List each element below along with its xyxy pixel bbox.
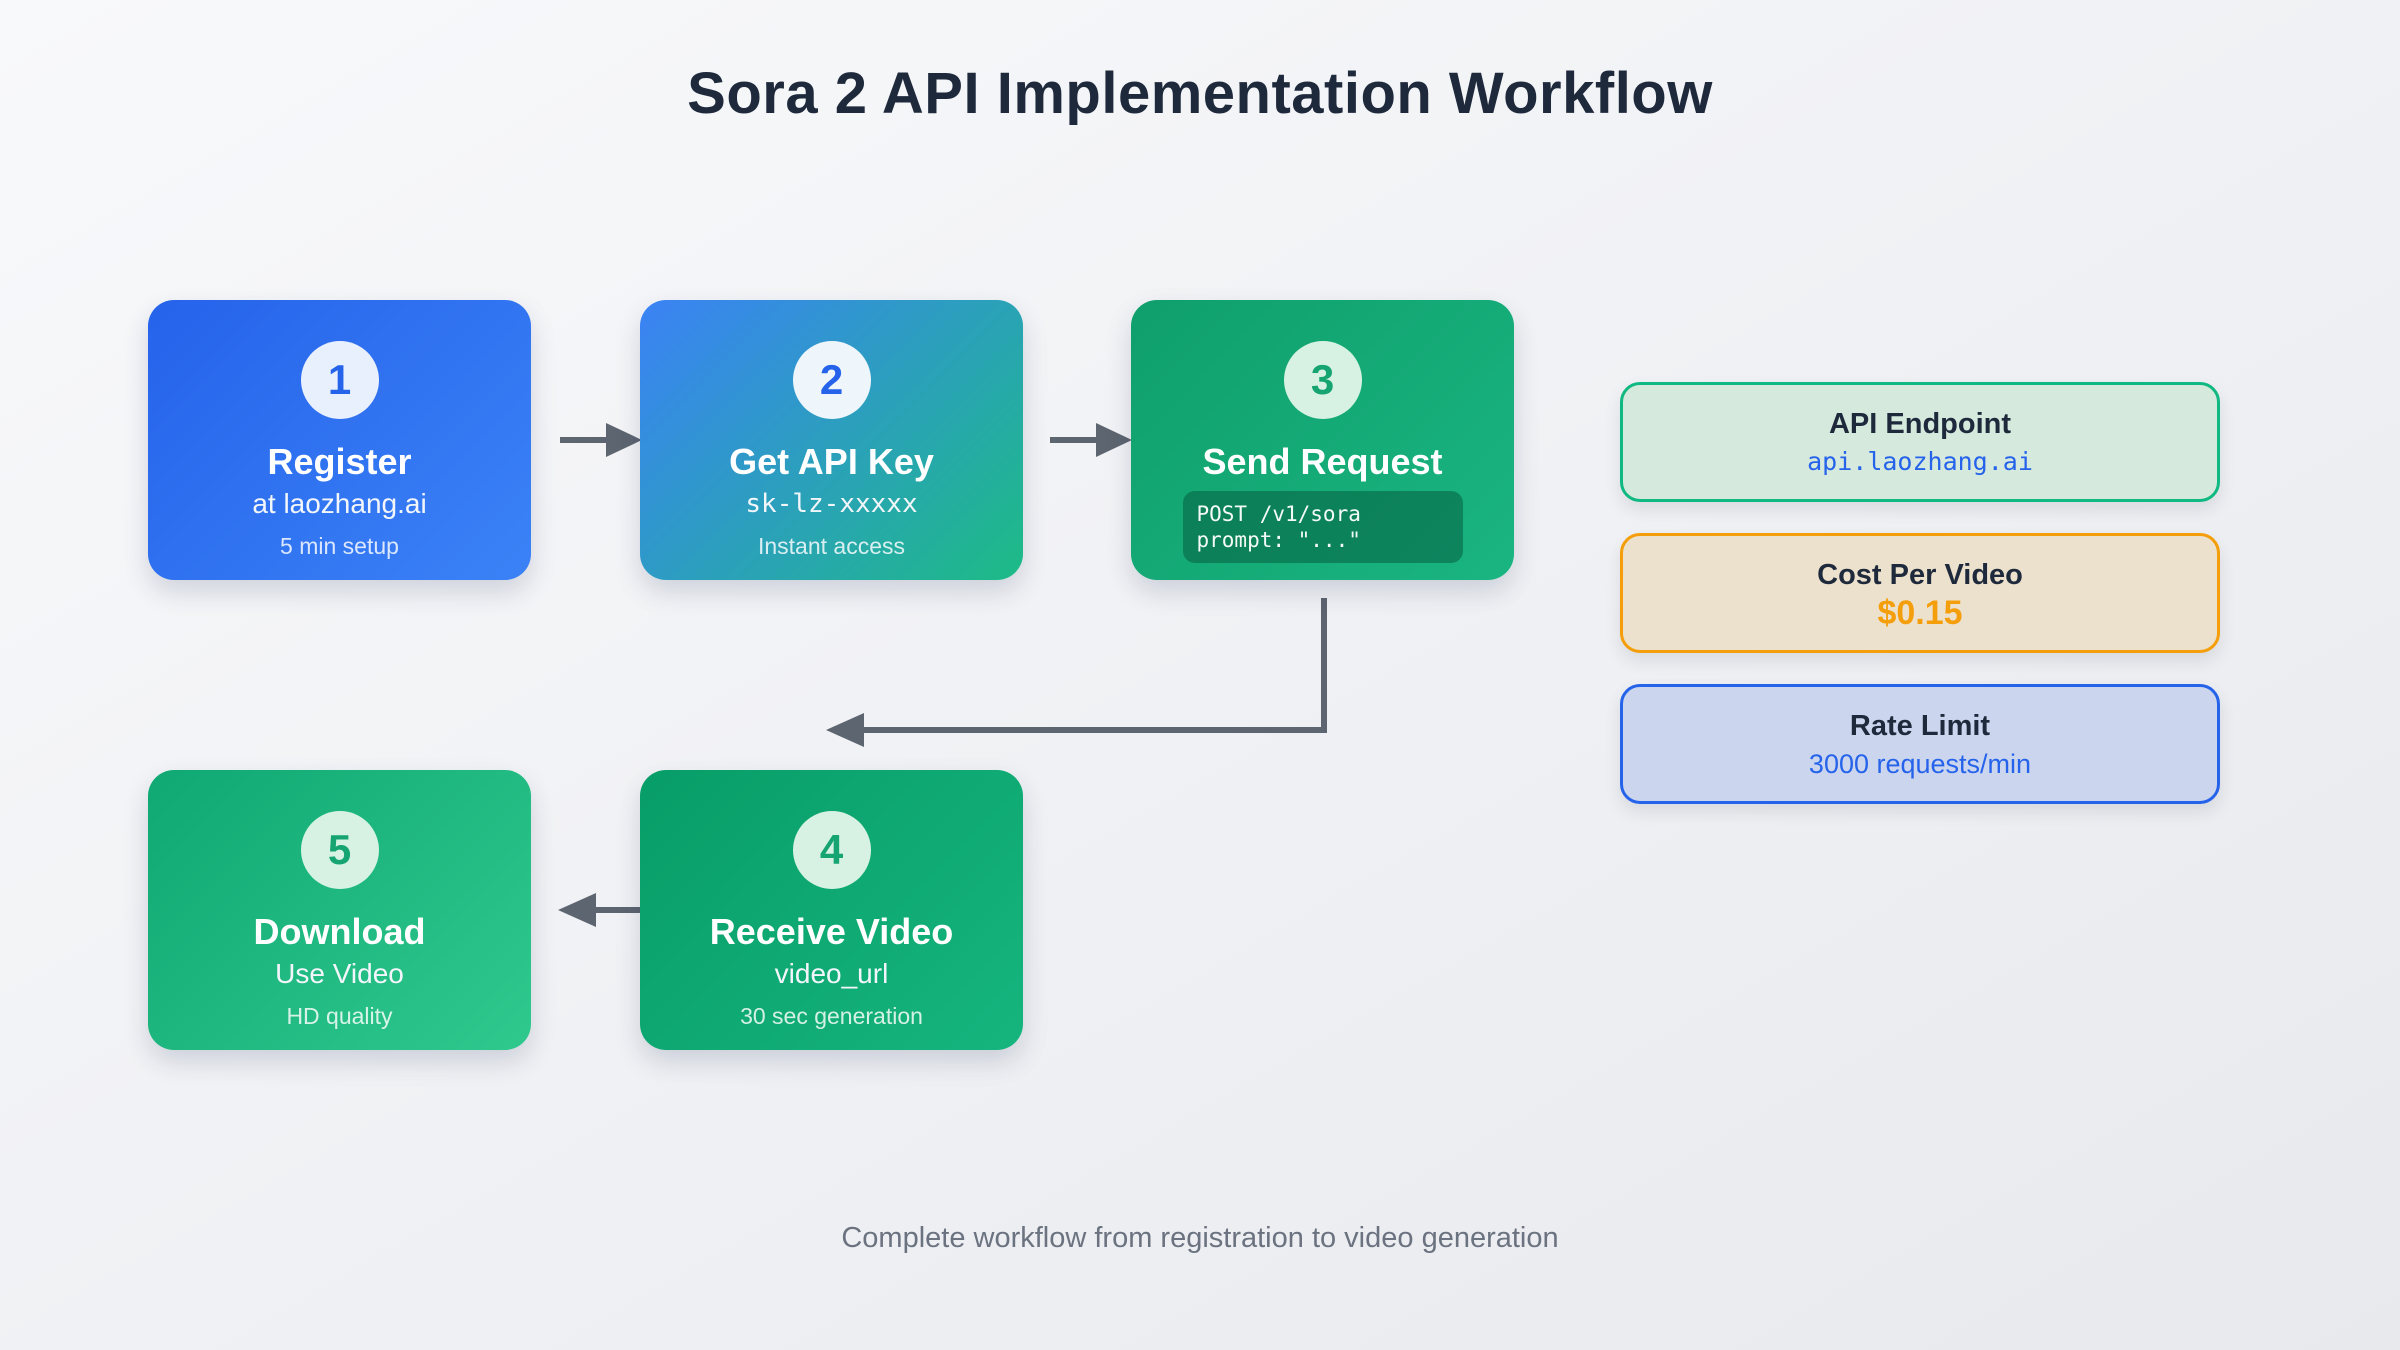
step-number: 3 <box>1310 356 1335 403</box>
step-title: Register <box>267 441 412 482</box>
step-subtitle: at laozhang.ai <box>252 488 427 519</box>
info-box-title: Rate Limit <box>1849 710 1991 742</box>
step-title: Receive Video <box>709 911 954 952</box>
step-subtitle: Use Video <box>275 958 404 989</box>
step-note: HD quality <box>286 1003 393 1029</box>
step-title: Send Request <box>1202 441 1443 482</box>
step-subtitle: sk-lz-xxxxx <box>745 489 918 519</box>
info-box-api-endpoint: API Endpoint api.laozhang.ai <box>1620 382 2220 502</box>
page-title: Sora 2 API Implementation Workflow <box>687 61 1713 126</box>
step-title: Download <box>253 911 426 952</box>
step-number-badge: 4 <box>792 811 871 889</box>
step-note: 30 sec generation <box>740 1003 923 1029</box>
info-box-value: $0.15 <box>1877 594 1963 632</box>
step-card-register: 1 Register at laozhang.ai 5 min setup <box>148 300 531 580</box>
step-note: 5 min setup <box>280 533 399 559</box>
info-box-rate-limit: Rate Limit 3000 requests/min <box>1620 684 2220 804</box>
step-card-send-request: 3 Send Request POST /v1/sora prompt: "..… <box>1131 300 1514 580</box>
step-number-badge: 3 <box>1283 341 1362 419</box>
step-card-receive-video: 4 Receive Video video_url 30 sec generat… <box>640 770 1023 1050</box>
info-box-title: API Endpoint <box>1828 408 2012 440</box>
info-box-value: api.laozhang.ai <box>1807 447 2033 476</box>
code-line: prompt: "..." <box>1196 528 1361 552</box>
step-number-badge: 2 <box>792 341 871 419</box>
step-number-badge: 1 <box>300 341 379 419</box>
step-number-badge: 5 <box>300 811 379 889</box>
step-note: Instant access <box>757 533 906 559</box>
step-card-download: 5 Download Use Video HD quality <box>148 770 531 1050</box>
code-line: POST /v1/sora <box>1196 502 1361 526</box>
arrow-step2-to-step3 <box>1050 423 1132 457</box>
step-number: 4 <box>819 826 844 873</box>
arrow-step1-to-step2 <box>560 423 642 457</box>
step-title: Get API Key <box>729 441 934 482</box>
step-subtitle: video_url <box>774 958 889 989</box>
step-number: 5 <box>327 826 352 873</box>
arrow-step3-to-step4 <box>826 598 1327 747</box>
step-number: 2 <box>819 356 844 403</box>
request-code-block: POST /v1/sora prompt: "..." <box>1182 491 1463 563</box>
info-box-value: 3000 requests/min <box>1808 749 2032 779</box>
info-box-cost-per-video: Cost Per Video $0.15 <box>1620 533 2220 653</box>
step-card-get-api-key: 2 Get API Key sk-lz-xxxxx Instant access <box>640 300 1023 580</box>
arrow-step4-to-step5 <box>558 893 640 927</box>
step-number: 1 <box>327 356 352 403</box>
info-box-title: Cost Per Video <box>1817 559 2023 591</box>
footer-caption: Complete workflow from registration to v… <box>841 1222 1559 1254</box>
